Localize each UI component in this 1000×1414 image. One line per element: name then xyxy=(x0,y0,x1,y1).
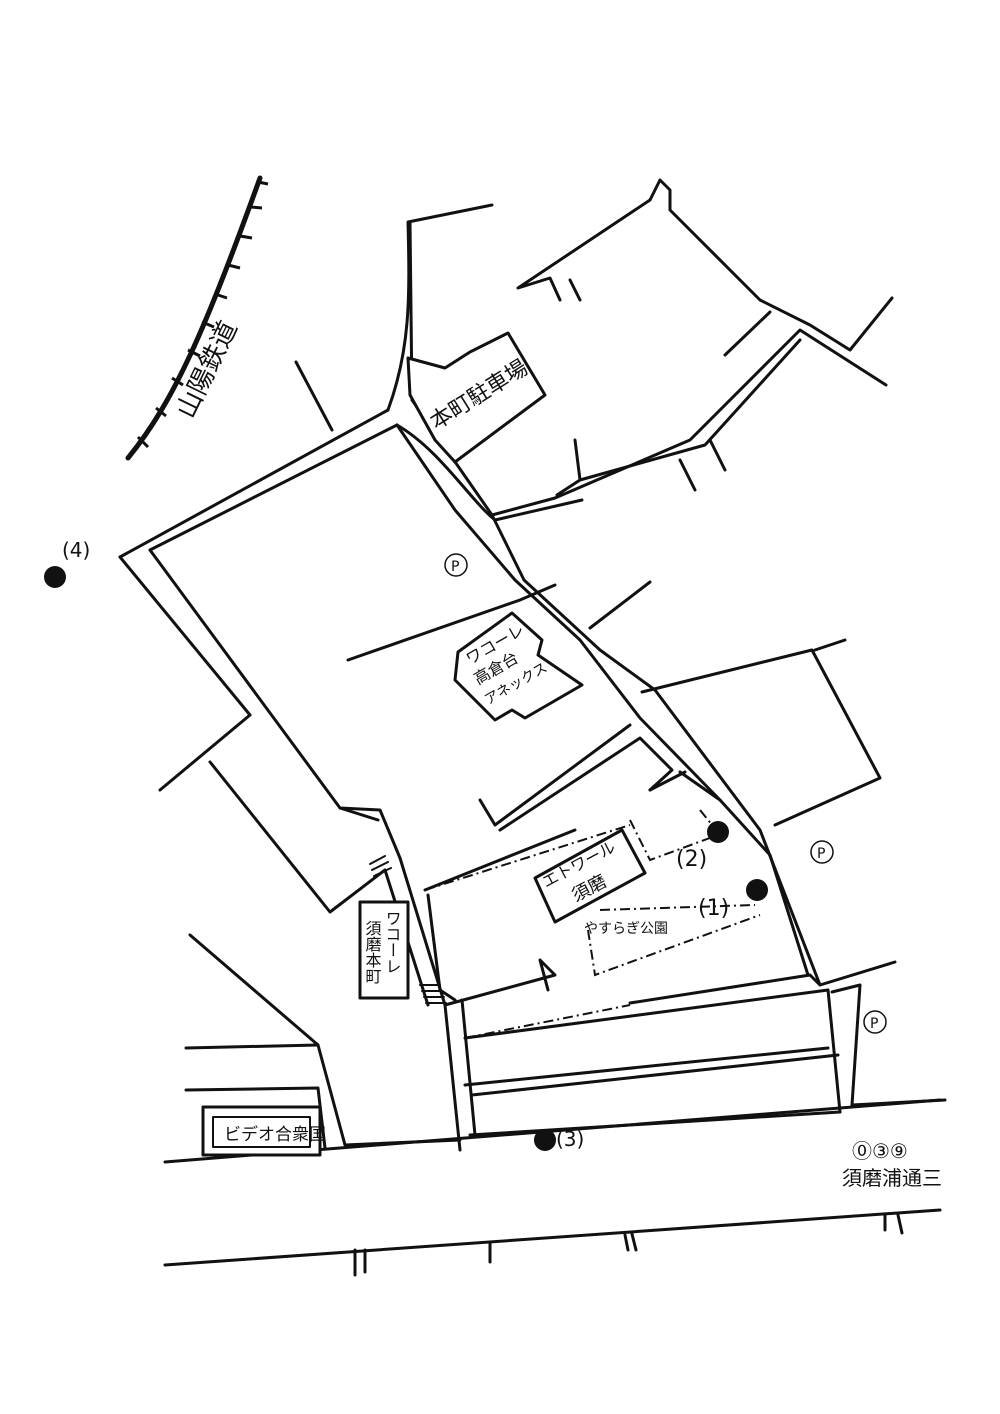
marker-dot-1 xyxy=(746,879,768,901)
wakore-honmachi-label-2: 須磨本町 xyxy=(363,920,382,984)
location-markers: (1) (2) (3) (4) xyxy=(44,538,768,1151)
parking-icon-text: P xyxy=(817,846,825,862)
marker-label-2: (2) xyxy=(676,847,707,872)
parking-symbols: P P P xyxy=(444,553,887,1034)
etoile-building xyxy=(533,828,647,924)
video-shop-building xyxy=(201,1105,322,1157)
street-sign: ⓪③⑨ 須磨浦通三 xyxy=(842,1139,942,1190)
street-sign-icon: ⓪③⑨ xyxy=(852,1139,908,1163)
parking-icon xyxy=(863,1010,887,1034)
parking-icon xyxy=(810,840,834,864)
wakore-honmachi-building xyxy=(358,900,410,1000)
park-label: やすらぎ公園 xyxy=(584,921,668,937)
parking-icon-text: P xyxy=(870,1016,878,1032)
annex-building xyxy=(453,611,584,722)
parking-icon-text: P xyxy=(451,559,459,575)
parking-icon xyxy=(444,553,468,577)
marker-dot-2 xyxy=(707,821,729,843)
video-shop-label: ビデオ合衆国 xyxy=(224,1124,326,1145)
marker-dot-3 xyxy=(534,1129,556,1151)
street-label: 須磨浦通三 xyxy=(842,1166,942,1190)
marker-label-3: (3) xyxy=(556,1127,584,1151)
marker-label-4: (4) xyxy=(62,538,90,562)
crosswalks xyxy=(369,855,447,1004)
marker-label-1: (1) xyxy=(698,896,729,921)
wakore-honmachi-label-1: ワコーレ xyxy=(383,910,402,974)
honmachi-parking xyxy=(406,331,547,464)
marker-dot-4 xyxy=(44,566,66,588)
railway xyxy=(125,175,269,461)
boundaries xyxy=(424,809,761,1039)
